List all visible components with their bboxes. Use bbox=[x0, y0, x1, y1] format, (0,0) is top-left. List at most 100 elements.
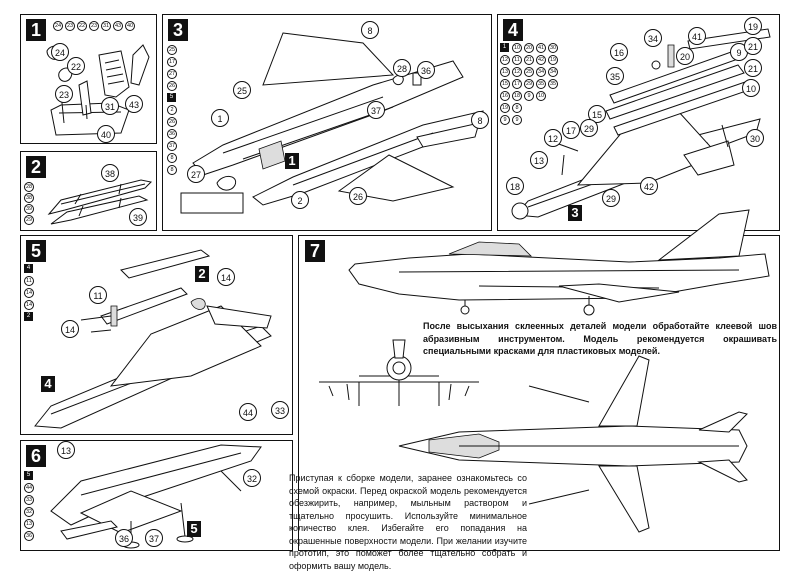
part-ref: 31 bbox=[101, 21, 111, 31]
part-ref: 39 bbox=[24, 204, 34, 214]
part-ref: 42 bbox=[536, 55, 546, 65]
part-17-label: 17 bbox=[562, 121, 580, 139]
part-8-right-label: 8 bbox=[471, 111, 489, 129]
part-ref: 30 bbox=[548, 43, 558, 53]
part-29-top-label: 29 bbox=[580, 119, 598, 137]
part-ref: 34 bbox=[536, 67, 546, 77]
part-14-top-label: 14 bbox=[217, 268, 235, 286]
part-ref: 41 bbox=[536, 43, 546, 53]
part-ref: 29 bbox=[524, 79, 534, 89]
part-43-label: 43 bbox=[125, 95, 143, 113]
part-14-label: 14 bbox=[61, 320, 79, 338]
part-ref: 35 bbox=[536, 79, 546, 89]
part-2-label: 2 bbox=[291, 191, 309, 209]
sub-assembly-2-marker: 2 bbox=[195, 266, 209, 282]
part-ref: 9 bbox=[524, 91, 534, 101]
part-39-label: 39 bbox=[129, 208, 147, 226]
part-31-label: 31 bbox=[101, 97, 119, 115]
part-ref-black: 4 bbox=[24, 264, 33, 273]
part-ref: 8 bbox=[512, 103, 522, 113]
part-ref: 13 bbox=[500, 67, 510, 77]
part-29-label: 29 bbox=[602, 189, 620, 207]
sub-assembly-1-marker: 1 bbox=[285, 153, 299, 169]
finishing-note: После высыхания склеенных деталей модели… bbox=[423, 321, 777, 356]
part-13-label: 13 bbox=[530, 151, 548, 169]
part-8-top-label: 8 bbox=[361, 21, 379, 39]
missile-drawing bbox=[47, 179, 153, 225]
step-7-number: 7 bbox=[305, 240, 325, 262]
part-ref: 32 bbox=[24, 507, 34, 517]
part-ref: 33 bbox=[24, 495, 34, 505]
step-2-number: 2 bbox=[26, 156, 46, 178]
part-10-label: 10 bbox=[742, 79, 760, 97]
part-18-label: 18 bbox=[506, 177, 524, 195]
part-ref: 29 bbox=[24, 215, 34, 225]
part-ref: 12 bbox=[500, 55, 510, 65]
part-25-label: 25 bbox=[233, 81, 251, 99]
part-ref: 10 bbox=[536, 91, 546, 101]
part-ref-black: 1 bbox=[500, 43, 509, 52]
part-11-label: 11 bbox=[89, 286, 107, 304]
part-ref: 16 bbox=[500, 91, 510, 101]
step-7-panel: 7 После высыхания склеенных деталей моде… bbox=[289, 209, 780, 571]
part-40-label: 40 bbox=[97, 125, 115, 143]
step-5-number: 5 bbox=[26, 240, 46, 262]
part-ref-black: 2 bbox=[24, 312, 33, 321]
part-ref: 18 bbox=[512, 91, 522, 101]
part-21-top-label: 21 bbox=[744, 37, 762, 55]
part-16-label: 16 bbox=[610, 43, 628, 61]
part-ref: 36 bbox=[167, 129, 177, 139]
part-12-label: 12 bbox=[544, 129, 562, 147]
part-ref: 17 bbox=[512, 79, 522, 89]
part-ref: 25 bbox=[167, 45, 177, 55]
part-ref: 26 bbox=[167, 117, 177, 127]
part-42-label: 42 bbox=[640, 177, 658, 195]
sub-assembly-3-marker: 3 bbox=[568, 205, 582, 221]
part-30-label: 30 bbox=[746, 129, 764, 147]
part-ref: 19 bbox=[500, 103, 510, 113]
step-6-panel: 6 5 44 33 32 13 36 13 44 33 32 36 37 5 bbox=[20, 401, 293, 551]
part-ref-black: 5 bbox=[24, 471, 33, 480]
part-23-label: 23 bbox=[55, 85, 73, 103]
seat-assembly-drawing bbox=[46, 44, 150, 136]
part-ref: 9 bbox=[512, 115, 522, 125]
part-ref: 9 bbox=[500, 115, 510, 125]
part-13-label: 13 bbox=[57, 441, 75, 459]
part-19-label: 19 bbox=[744, 17, 762, 35]
part-ref: 2 bbox=[167, 105, 177, 115]
wing-weapons-drawing bbox=[511, 28, 771, 220]
part-ref: 28 bbox=[24, 182, 34, 192]
part-ref: 14 bbox=[24, 288, 34, 298]
step-1-panel: 1 24 23 22 23 31 43 40 24 22 23 31 43 40 bbox=[20, 14, 157, 144]
step-1-number: 1 bbox=[26, 19, 46, 41]
step-2-panel: 2 28 38 39 29 38 39 bbox=[20, 151, 157, 231]
fuselage-assembly-drawing bbox=[180, 32, 484, 214]
part-ref: 14 bbox=[24, 300, 34, 310]
part-ref: 40 bbox=[125, 21, 135, 31]
part-ref: 23 bbox=[65, 21, 75, 31]
part-ref: 20 bbox=[524, 43, 534, 53]
part-ref-black: 5 bbox=[167, 93, 176, 102]
step-6-number: 6 bbox=[26, 445, 46, 467]
part-ref: 37 bbox=[167, 141, 177, 151]
aircraft-three-view-drawing bbox=[319, 209, 770, 533]
part-38-label: 38 bbox=[101, 164, 119, 182]
part-21-label: 21 bbox=[744, 59, 762, 77]
part-ref: 27 bbox=[167, 69, 177, 79]
part-ref: 24 bbox=[53, 21, 63, 31]
part-ref: 26 bbox=[167, 81, 177, 91]
part-34-label: 34 bbox=[644, 29, 662, 47]
pylon-assembly-drawing bbox=[34, 249, 272, 429]
part-33-label: 33 bbox=[271, 401, 289, 419]
part-ref: 44 bbox=[24, 483, 34, 493]
step-4-panel: 4 1 10 20 41 30 12 11 21 42 19 13 12 25 … bbox=[497, 14, 780, 231]
part-22-label: 22 bbox=[67, 57, 85, 75]
part-15-label: 15 bbox=[588, 105, 606, 123]
part-ref: 11 bbox=[512, 55, 522, 65]
part-ref: 8 bbox=[167, 153, 177, 163]
part-32-label: 32 bbox=[243, 469, 261, 487]
part-ref: 12 bbox=[512, 67, 522, 77]
part-ref: 23 bbox=[89, 21, 99, 31]
step-5-panel: 5 4 11 14 14 2 11 14 14 2 4 bbox=[20, 235, 293, 435]
part-ref: 10 bbox=[512, 43, 522, 53]
